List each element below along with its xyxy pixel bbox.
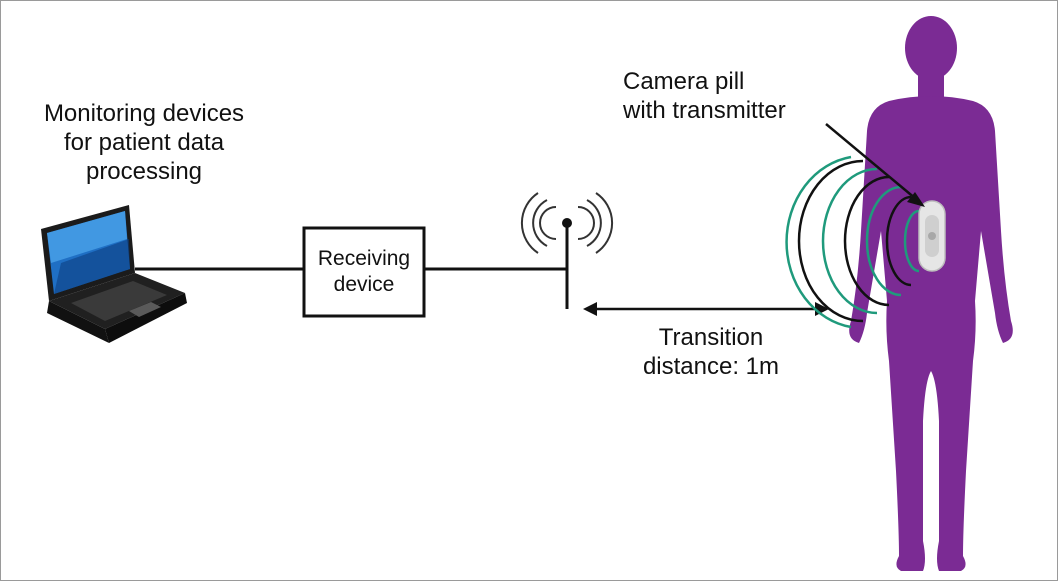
camera-pill-line-1: Camera pill [623, 68, 745, 95]
camera-pill-label: Camera pill with transmitter [623, 67, 843, 125]
human-silhouette-icon [849, 16, 1013, 571]
receiving-device-box [302, 226, 426, 318]
receiving-device-label: Receiving device [304, 246, 424, 298]
transition-distance-label: Transition distance: 1m [601, 323, 821, 381]
transition-distance-arrow [583, 302, 829, 316]
pill-pointer-arrow [825, 123, 925, 207]
camera-pill-icon [918, 200, 946, 272]
transition-line-1: Transition [658, 324, 764, 351]
monitoring-line-3: processing [85, 158, 203, 185]
monitoring-line-2: for patient data [63, 129, 225, 156]
receiver-line-2: device [333, 273, 395, 296]
laptop-icon [41, 205, 187, 343]
monitoring-devices-label: Monitoring devices for patient data proc… [19, 99, 269, 186]
monitoring-line-1: Monitoring devices [43, 100, 245, 127]
camera-pill-line-2: with transmitter [623, 97, 786, 124]
signal-waves [785, 155, 920, 329]
receiver-line-1: Receiving [317, 247, 411, 270]
transition-line-2: distance: 1m [642, 353, 780, 380]
antenna-icon [520, 192, 614, 309]
